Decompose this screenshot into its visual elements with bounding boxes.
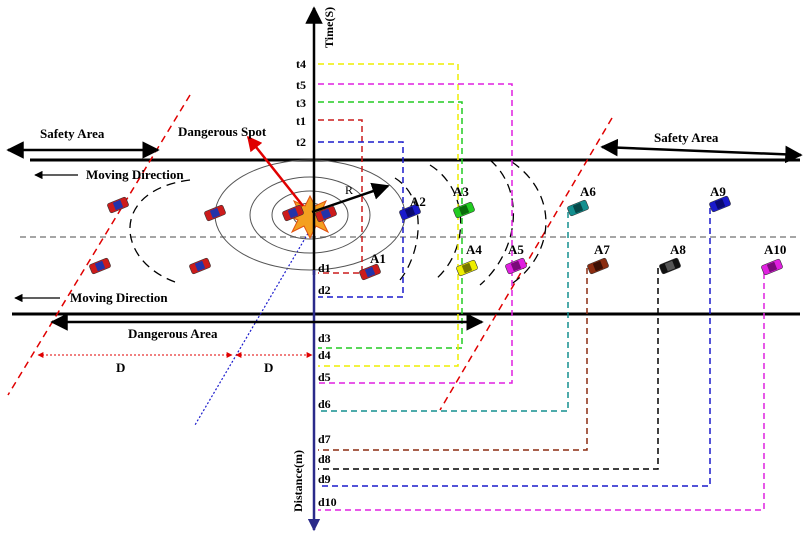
car-A8 [659, 257, 681, 275]
time-ticks: t4 t5 t3 t1 t2 [296, 57, 306, 149]
moving-direction-bottom-label: Moving Direction [70, 290, 168, 305]
car-A6 [567, 199, 589, 217]
car-A5 [505, 257, 527, 275]
trajectory-A5 [318, 83, 513, 384]
moving-direction-top-label: Moving Direction [86, 167, 184, 182]
trajectory-A6 [318, 212, 569, 412]
tick-d9: d9 [318, 472, 331, 486]
trajectory-A3 [318, 101, 463, 349]
dangerous-spot-arrow [247, 135, 304, 207]
label-A5: A5 [508, 242, 524, 257]
label-A1: A1 [370, 251, 386, 266]
tick-d4: d4 [318, 348, 331, 362]
car-A7 [587, 257, 609, 275]
tick-d5: d5 [318, 370, 331, 384]
tick-t4: t4 [296, 57, 306, 71]
safety-area-right-label: Safety Area [654, 130, 719, 145]
dangerous-area-label: Dangerous Area [128, 326, 218, 341]
radius-arrow [311, 182, 390, 214]
car-A3 [453, 201, 475, 219]
car-icon [107, 196, 129, 214]
tick-d10: d10 [318, 495, 337, 509]
trajectory-A10 [318, 273, 765, 511]
car-A10 [761, 258, 783, 276]
label-A2: A2 [410, 194, 426, 209]
tick-t2: t2 [296, 135, 306, 149]
vehicles [89, 195, 783, 281]
tick-d3: d3 [318, 331, 331, 345]
tick-d2: d2 [318, 283, 331, 297]
distance-ticks: d1 d2 d3 d4 d5 d6 d7 d8 d9 d10 [318, 261, 337, 509]
tick-t1: t1 [296, 114, 306, 128]
label-A9: A9 [710, 184, 726, 199]
label-A8: A8 [670, 242, 686, 257]
car-icon [315, 205, 337, 223]
time-axis-label: Time(S) [322, 7, 336, 48]
d-label-left: D [116, 360, 125, 375]
safety-boundary-left [7, 94, 191, 396]
car-icon [204, 204, 226, 222]
trajectory-A9 [318, 208, 711, 487]
tick-t3: t3 [296, 96, 306, 110]
label-A7: A7 [594, 242, 610, 257]
tick-d6: d6 [318, 397, 331, 411]
radius-label: R [345, 183, 353, 197]
trajectory-A7 [318, 268, 588, 451]
car-icon [89, 257, 111, 275]
trajectory-A4 [318, 63, 459, 367]
vehicle-labels: A1 A2 A3 A4 A5 A6 A7 A8 A9 A10 [370, 184, 786, 266]
label-A4: A4 [466, 242, 482, 257]
tick-d1: d1 [318, 261, 331, 275]
car-icon [189, 257, 211, 275]
safety-area-left-label: Safety Area [40, 126, 105, 141]
trajectory-A8 [318, 268, 659, 470]
trajectory-A1 [318, 119, 363, 274]
car-icon [282, 204, 304, 222]
label-A3: A3 [453, 184, 469, 199]
label-A10: A10 [764, 242, 786, 257]
propagation-arcs [129, 159, 547, 286]
tick-d7: d7 [318, 432, 331, 446]
car-A1 [359, 263, 381, 281]
car-A9 [709, 195, 731, 213]
tick-t5: t5 [296, 78, 306, 92]
tick-d8: d8 [318, 452, 331, 466]
label-A6: A6 [580, 184, 596, 199]
car-A4 [456, 259, 478, 277]
safety-area-right-arrow [600, 138, 803, 164]
d-label-right: D [264, 360, 273, 375]
distance-axis-label: Distance(m) [291, 450, 305, 512]
car-A2 [399, 203, 421, 221]
dangerous-spot-label: Dangerous Spot [178, 124, 267, 139]
